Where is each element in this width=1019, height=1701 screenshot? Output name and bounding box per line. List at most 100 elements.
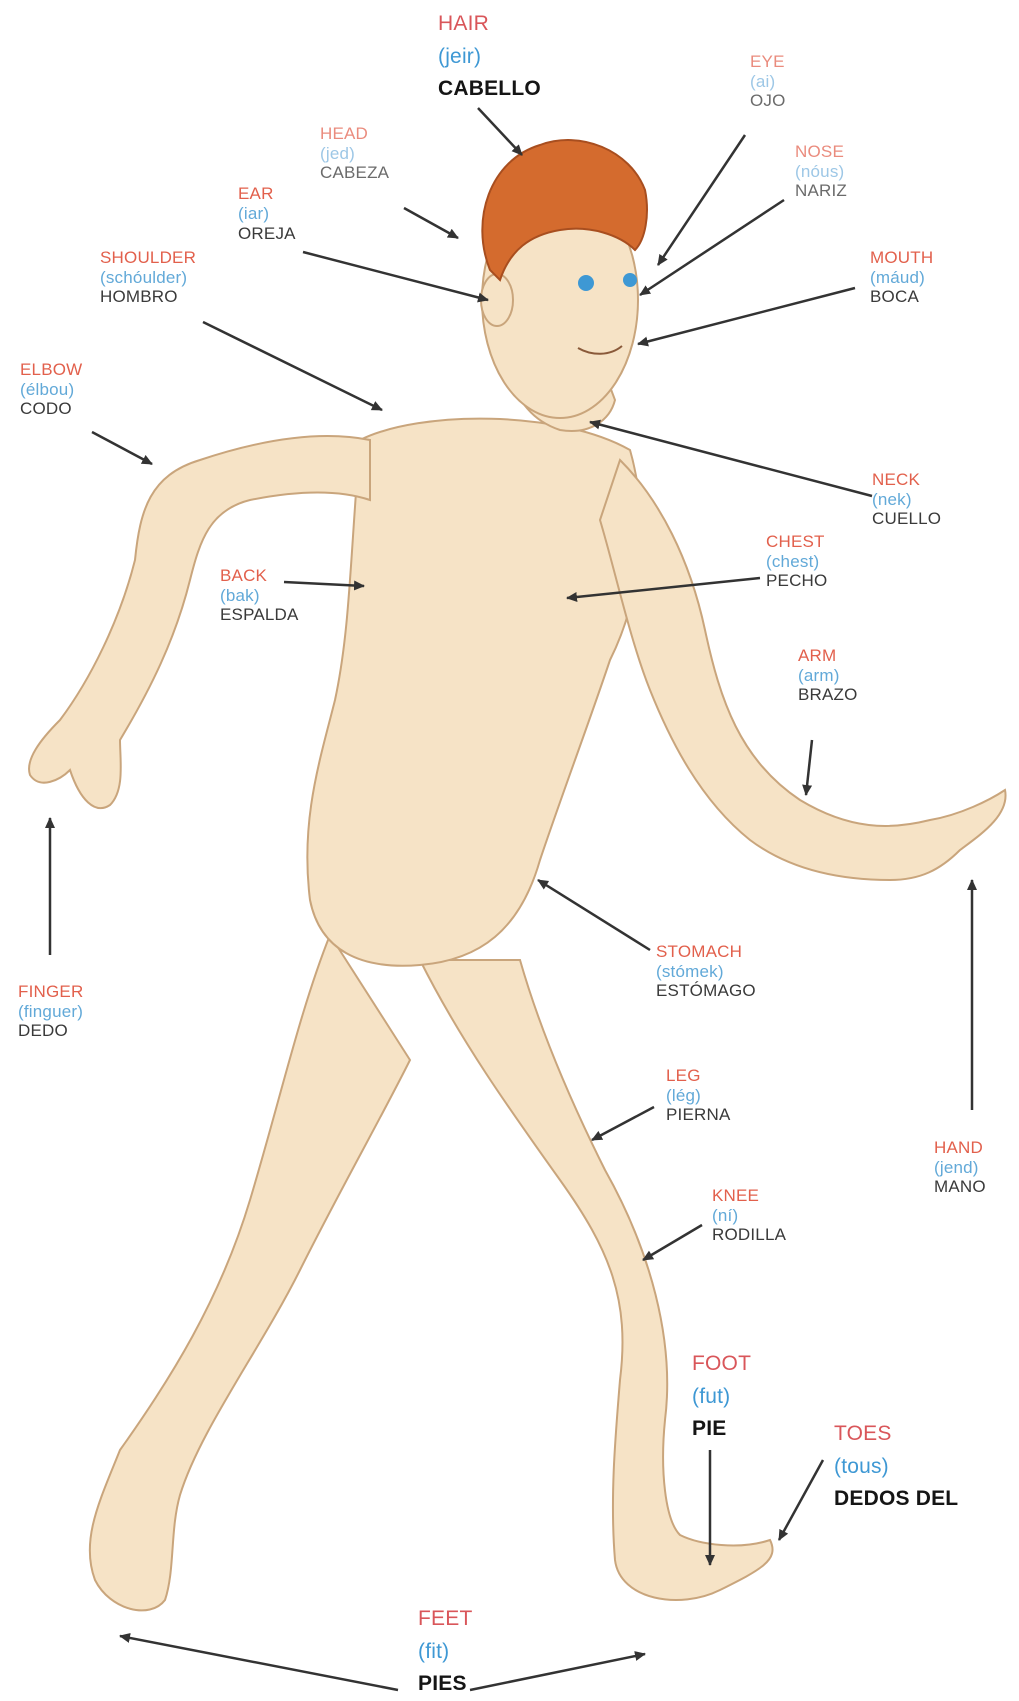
label-knee: KNEE (ní) RODILLA [712, 1186, 786, 1245]
arrow-feet-right [470, 1654, 645, 1690]
label-nose-english: NOSE [795, 142, 847, 162]
label-mouth-spanish: BOCA [870, 287, 933, 307]
label-neck-spanish: CUELLO [872, 509, 941, 529]
label-hand-english: HAND [934, 1138, 986, 1158]
arrow-nose [640, 200, 784, 295]
label-elbow-pronunciation: (élbou) [20, 380, 82, 400]
arrow-eye [658, 135, 745, 265]
label-finger-pronunciation: (finguer) [18, 1002, 83, 1022]
label-shoulder-pronunciation: (schóulder) [100, 268, 196, 288]
label-toes: TOES (tous) DEDOS DEL [834, 1418, 958, 1516]
front-leg [420, 960, 773, 1600]
arrow-stomach [538, 880, 650, 950]
label-arm-pronunciation: (arm) [798, 666, 858, 686]
arrow-leg [592, 1107, 654, 1140]
label-ear: EAR (iar) OREJA [238, 184, 274, 223]
label-back: BACK (bak) ESPALDA [220, 566, 299, 625]
label-chest-spanish: PECHO [766, 571, 827, 591]
arrow-mouth [638, 288, 855, 344]
label-ear-spanish: OREJA [238, 224, 296, 244]
label-arm-english: ARM [798, 646, 858, 666]
label-stomach-english: STOMACH [656, 942, 756, 962]
body-figure [29, 182, 1006, 1610]
label-nose-pronunciation: (nóus) [795, 162, 847, 182]
arrow-arm [806, 740, 812, 795]
label-head-english: HEAD [320, 124, 389, 144]
label-toes-pronunciation: (tous) [834, 1451, 958, 1484]
label-hair-english: HAIR [438, 8, 541, 41]
label-head-pronunciation: (jed) [320, 144, 389, 164]
label-hair: HAIR (jeir) CABELLO [438, 8, 541, 106]
label-elbow-english: ELBOW [20, 360, 82, 380]
label-chest-english: CHEST [766, 532, 827, 552]
label-head: HEAD (jed) CABEZA [320, 124, 389, 183]
label-mouth-english: MOUTH [870, 248, 933, 268]
label-eye: EYE (ai) OJO [750, 52, 786, 111]
label-toes-english: TOES [834, 1418, 958, 1451]
label-nose-spanish: NARIZ [795, 181, 847, 201]
label-knee-english: KNEE [712, 1186, 786, 1206]
label-shoulder-spanish: HOMBRO [100, 287, 196, 307]
label-hand-spanish: MANO [934, 1177, 986, 1197]
label-leg-spanish: PIERNA [666, 1105, 731, 1125]
label-eye-spanish: OJO [750, 91, 786, 111]
label-back-spanish: ESPALDA [220, 605, 299, 625]
label-feet-english: FEET [418, 1603, 472, 1636]
arrow-toes [779, 1460, 823, 1540]
label-arm-spanish: BRAZO [798, 685, 858, 705]
label-stomach-pronunciation: (stómek) [656, 962, 756, 982]
arrow-ear [303, 252, 488, 300]
label-stomach-spanish: ESTÓMAGO [656, 981, 756, 1001]
label-back-pronunciation: (bak) [220, 586, 299, 606]
label-chest-pronunciation: (chest) [766, 552, 827, 572]
label-eye-pronunciation: (ai) [750, 72, 786, 92]
label-leg: LEG (lég) PIERNA [666, 1066, 731, 1125]
label-foot-pronunciation: (fut) [692, 1381, 751, 1414]
label-ear-pronunciation: (iar) [238, 204, 274, 224]
arrow-head [404, 208, 458, 238]
left-eye [578, 275, 594, 291]
label-neck: NECK (nek) CUELLO [872, 470, 941, 529]
arrow-feet-left [120, 1636, 398, 1690]
label-shoulder: SHOULDER (schóulder) HOMBRO [100, 248, 196, 307]
label-knee-pronunciation: (ní) [712, 1206, 786, 1226]
arrow-knee [643, 1225, 702, 1260]
right-eye [623, 273, 637, 287]
label-arm: ARM (arm) BRAZO [798, 646, 858, 705]
label-nose: NOSE (nóus) NARIZ [795, 142, 847, 201]
label-feet-spanish: PIES [418, 1668, 472, 1701]
label-leg-english: LEG [666, 1066, 731, 1086]
label-finger-english: FINGER [18, 982, 83, 1002]
label-neck-english: NECK [872, 470, 941, 490]
label-hair-pronunciation: (jeir) [438, 41, 541, 74]
label-mouth: MOUTH (máud) BOCA [870, 248, 933, 307]
label-hand: HAND (jend) MANO [934, 1138, 986, 1197]
arrow-hair [478, 108, 522, 155]
label-finger: FINGER (finguer) DEDO [18, 982, 83, 1041]
label-finger-spanish: DEDO [18, 1021, 83, 1041]
label-head-spanish: CABEZA [320, 163, 389, 183]
label-foot-english: FOOT [692, 1348, 751, 1381]
back-leg [90, 935, 410, 1610]
label-leg-pronunciation: (lég) [666, 1086, 731, 1106]
label-feet-pronunciation: (fit) [418, 1636, 472, 1669]
label-hand-pronunciation: (jend) [934, 1158, 986, 1178]
label-foot-spanish: PIE [692, 1413, 751, 1446]
label-eye-english: EYE [750, 52, 786, 72]
label-shoulder-english: SHOULDER [100, 248, 196, 268]
arrow-shoulder [203, 322, 382, 410]
label-toes-spanish: DEDOS DEL [834, 1483, 958, 1516]
label-knee-spanish: RODILLA [712, 1225, 786, 1245]
label-back-english: BACK [220, 566, 299, 586]
label-foot: FOOT (fut) PIE [692, 1348, 751, 1446]
label-chest: CHEST (chest) PECHO [766, 532, 827, 591]
label-mouth-pronunciation: (máud) [870, 268, 933, 288]
label-stomach: STOMACH (stómek) ESTÓMAGO [656, 942, 756, 1001]
label-neck-pronunciation: (nek) [872, 490, 941, 510]
arrow-elbow [92, 432, 152, 464]
left-arm [29, 436, 370, 808]
label-elbow-spanish: CODO [20, 399, 82, 419]
label-ear-english: EAR [238, 184, 274, 204]
label-feet: FEET (fit) PIES [418, 1603, 472, 1701]
